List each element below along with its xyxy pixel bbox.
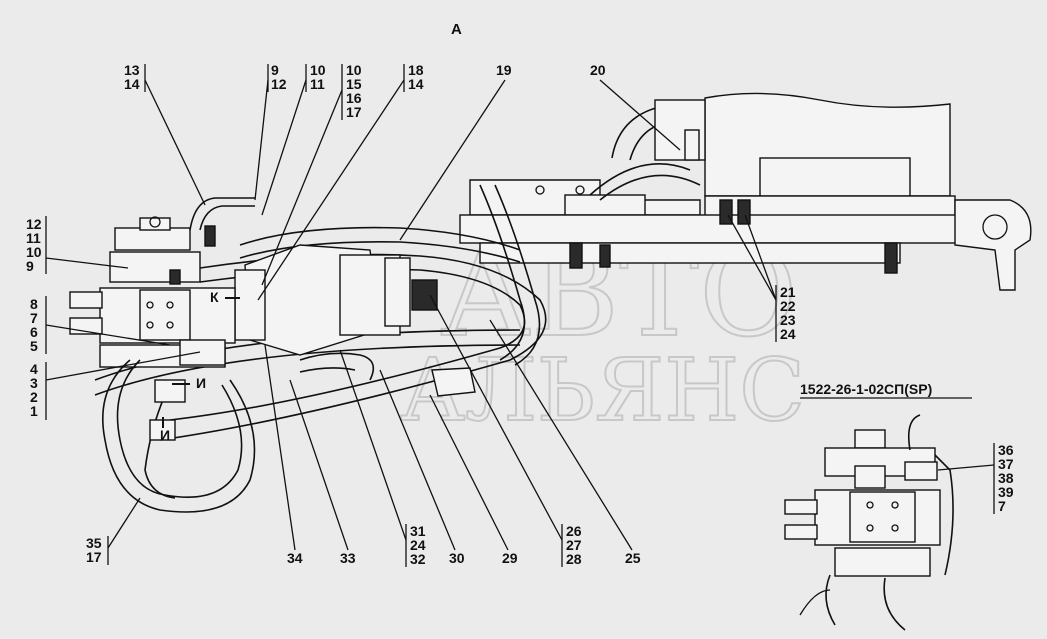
- view-label: А: [451, 21, 462, 38]
- callout-number: 12: [26, 216, 42, 232]
- callout-number: 24: [410, 537, 426, 553]
- callout-4-3-2-1: 4 3 2 1: [30, 351, 201, 420]
- callout-30: 30: [379, 369, 465, 566]
- callout-18-14: 18 14: [257, 62, 424, 301]
- callout-29: 29: [429, 394, 518, 566]
- callout-number: 6: [30, 324, 38, 340]
- arrow-label-i1: И: [196, 375, 206, 391]
- callout-number: 35: [86, 535, 102, 551]
- callout-number: 10: [310, 62, 326, 78]
- callout-20: 20: [590, 62, 681, 151]
- callout-number: 13: [124, 62, 140, 78]
- callout-13-14: 13 14: [124, 62, 206, 206]
- callout-10-15-16-17: 10 15 16 17: [261, 62, 362, 286]
- upper-tank-assembly: [459, 92, 1032, 291]
- callout-number: 10: [346, 62, 362, 78]
- callout-number: 3: [30, 375, 38, 391]
- callout-number: 24: [780, 326, 796, 342]
- callout-33: 33: [289, 379, 356, 566]
- variant-inset: 1522-26-1-02СП(SP): [784, 381, 972, 631]
- callout-number: 27: [566, 537, 582, 553]
- callout-9-12: 9 12: [254, 62, 287, 201]
- callout-number: 32: [410, 551, 426, 567]
- callout-36-39-7: 36 37 38 39 7: [937, 442, 1014, 514]
- callout-number: 34: [287, 550, 303, 566]
- callout-number: 28: [566, 551, 582, 567]
- callout-12-11-10-9: 12 11 10 9: [26, 216, 129, 274]
- callout-25: 25: [489, 319, 641, 566]
- callout-number: 7: [998, 498, 1006, 514]
- callout-number: 14: [408, 76, 424, 92]
- callout-number: 11: [310, 76, 325, 92]
- callout-number: 5: [30, 338, 38, 354]
- callout-number: 38: [998, 470, 1014, 486]
- callout-number: 8: [30, 296, 38, 312]
- callout-34: 34: [264, 344, 303, 566]
- callout-number: 25: [625, 550, 641, 566]
- callout-number: 17: [86, 549, 102, 565]
- callout-number: 37: [998, 456, 1014, 472]
- callout-number: 19: [496, 62, 512, 78]
- callout-number: 36: [998, 442, 1014, 458]
- callout-number: 9: [26, 258, 34, 274]
- callout-number: 14: [124, 76, 140, 92]
- callout-number: 23: [780, 312, 796, 328]
- callout-number: 30: [449, 550, 465, 566]
- left-valve-blocks: [69, 197, 255, 368]
- callout-number: 2: [30, 389, 38, 405]
- loop-hoses: [102, 359, 256, 513]
- callout-26-27-28: 26 27 28: [429, 294, 582, 567]
- callout-21-24: 21 22 23 24: [727, 214, 796, 342]
- callout-number: 39: [998, 484, 1014, 500]
- callout-number: 21: [780, 284, 796, 300]
- callout-35-17: 35 17: [86, 497, 141, 565]
- central-pump-block: [234, 244, 476, 397]
- callout-number: 26: [566, 523, 582, 539]
- callout-number: 18: [408, 62, 424, 78]
- callout-number: 4: [30, 361, 38, 377]
- callout-31-24-32: 31 24 32: [339, 349, 426, 567]
- arrow-label-k: К: [210, 289, 219, 305]
- callout-number: 1: [30, 403, 38, 419]
- callout-number: 22: [780, 298, 796, 314]
- callout-number: 10: [26, 244, 42, 260]
- callout-19: 19: [399, 62, 512, 241]
- callout-number: 16: [346, 90, 362, 106]
- callout-number: 12: [271, 76, 287, 92]
- callout-number: 15: [346, 76, 362, 92]
- callout-8-7-6-5: 8 7 6 5: [30, 296, 171, 354]
- callout-number: 11: [26, 230, 41, 246]
- callout-number: 7: [30, 310, 38, 326]
- arrow-label-i2: И: [160, 427, 170, 443]
- callout-number: 31: [410, 523, 426, 539]
- callout-number: 9: [271, 62, 279, 78]
- variant-caption: 1522-26-1-02СП(SP): [800, 381, 932, 397]
- callout-10-11: 10 11: [261, 62, 326, 216]
- callout-number: 20: [590, 62, 606, 78]
- callout-number: 33: [340, 550, 356, 566]
- callout-number: 29: [502, 550, 518, 566]
- callout-number: 17: [346, 104, 362, 120]
